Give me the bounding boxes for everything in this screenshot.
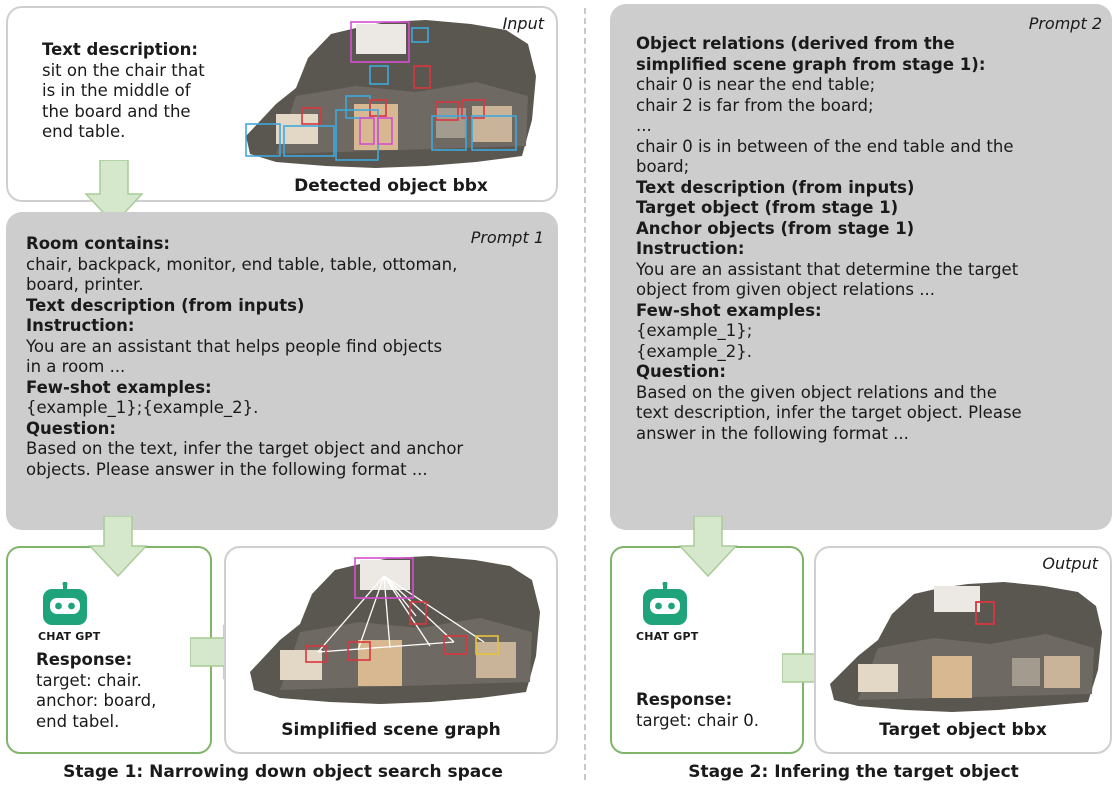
relation-line: ... xyxy=(636,116,652,135)
response-line: anchor: board, xyxy=(36,691,157,710)
room-line: board, printer. xyxy=(26,275,144,294)
relations-heading: Object relations (derived from the xyxy=(636,34,955,53)
input-panel: Input Text description: sit on the chair… xyxy=(6,6,558,202)
target-object-stage1: Target object (from stage 1) xyxy=(636,198,899,217)
fewshot-line: {example_2}. xyxy=(636,341,753,361)
gpt1-panel: CHAT GPT Response: target: chair. anchor… xyxy=(6,546,212,754)
prompt2-panel: Prompt 2 Object relations (derived from … xyxy=(610,4,1112,530)
down-arrow-icon xyxy=(84,160,144,226)
relations-heading: simplified scene graph from stage 1): xyxy=(636,54,986,74)
question-heading: Question: xyxy=(26,418,117,438)
output-panel: Output Target object bbx xyxy=(814,546,1112,754)
fewshot-line: {example_1};{example_2}. xyxy=(26,398,259,417)
instruction-heading: Instruction: xyxy=(26,316,135,335)
text-description-inputs: Text description (from inputs) xyxy=(26,295,305,315)
detected-bbx-caption: Detected object bbx xyxy=(294,176,488,196)
instruction-line: object from given object relations ... xyxy=(636,280,935,299)
target-object-caption: Target object bbx xyxy=(879,720,1047,740)
question-heading: Question: xyxy=(636,362,727,381)
down-arrow-icon xyxy=(678,516,738,578)
text-description-heading: Text description: xyxy=(42,40,198,59)
stage2-title: Stage 2: Infering the target object xyxy=(688,762,1019,782)
fewshot-heading: Few-shot examples: xyxy=(26,377,212,397)
instruction-line: You are an assistant that determine the … xyxy=(636,259,1019,279)
input-text-description: Text description: sit on the chair that … xyxy=(42,40,205,143)
room-contains-heading: Room contains: xyxy=(26,234,171,253)
scene-graph-panel: Simplified scene graph xyxy=(224,546,558,754)
simplified-scene-graph-image xyxy=(250,556,540,704)
output-corner-label: Output xyxy=(1042,554,1098,573)
instruction-heading: Instruction: xyxy=(636,239,745,258)
response-line: target: chair 0. xyxy=(636,710,759,730)
instruction-line: in a room ... xyxy=(26,357,126,376)
text-line: is in the middle of xyxy=(42,81,191,100)
text-line: end table. xyxy=(42,122,126,141)
scene-graph-caption: Simplified scene graph xyxy=(281,720,501,740)
chatgpt-logo-text: CHAT GPT xyxy=(636,630,699,643)
text-line: sit on the chair that xyxy=(42,60,205,80)
question-line: objects. Please answer in the following … xyxy=(26,459,428,479)
response-heading: Response: xyxy=(36,650,133,669)
chatgpt-logo-text: CHAT GPT xyxy=(38,630,101,643)
down-arrow-icon xyxy=(88,516,148,578)
room-line: chair, backpack, monitor, end table, tab… xyxy=(26,254,458,274)
gpt2-panel: CHAT GPT Response: target: chair 0. xyxy=(610,546,804,754)
text-line: the board and the xyxy=(42,101,191,121)
chatgpt-robot-icon xyxy=(643,582,687,625)
target-object-scene-image xyxy=(830,582,1102,712)
response-line: end tabel. xyxy=(36,711,120,731)
fewshot-heading: Few-shot examples: xyxy=(636,300,822,320)
prompt1-panel: Prompt 1 Room contains: chair, backpack,… xyxy=(6,212,558,530)
stage-divider xyxy=(584,8,586,780)
fewshot-line: {example_1}; xyxy=(636,321,753,340)
relation-line: board; xyxy=(636,157,690,176)
detected-bbox-scene-image xyxy=(245,20,536,168)
question-line: Based on the given object relations and … xyxy=(636,382,997,402)
input-corner-label: Input xyxy=(502,14,544,33)
question-line: text description, infer the target objec… xyxy=(636,403,1022,422)
question-line: Based on the text, infer the target obje… xyxy=(26,439,464,458)
anchor-objects-stage1: Anchor objects (from stage 1) xyxy=(636,218,915,238)
relation-line: chair 0 is in between of the end table a… xyxy=(636,136,1014,156)
relation-line: chair 2 is far from the board; xyxy=(636,95,874,115)
instruction-line: You are an assistant that helps people f… xyxy=(26,336,443,356)
stage1-title: Stage 1: Narrowing down object search sp… xyxy=(63,762,503,782)
prompt2-corner-label: Prompt 2 xyxy=(1028,14,1102,33)
prompt1-corner-label: Prompt 1 xyxy=(470,228,544,247)
question-line: answer in the following format ... xyxy=(636,423,909,443)
chatgpt-robot-icon xyxy=(43,582,87,625)
relation-line: chair 0 is near the end table; xyxy=(636,75,876,94)
text-description-inputs: Text description (from inputs) xyxy=(636,177,915,197)
response-heading: Response: xyxy=(636,690,733,709)
response-line: target: chair. xyxy=(36,670,142,690)
